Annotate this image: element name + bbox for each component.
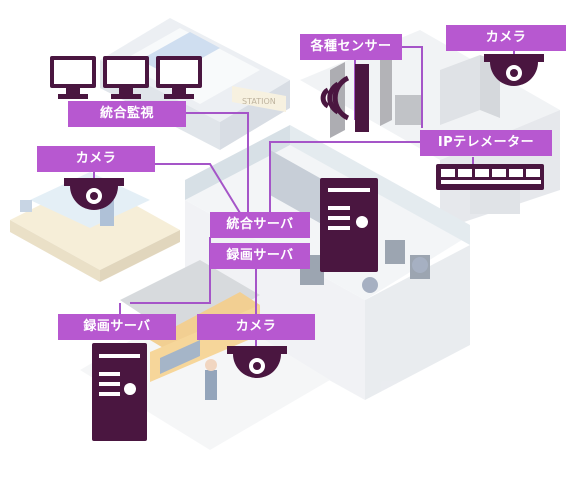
label-recording-server-center: 録画サーバ [210,243,310,269]
line-sensors-to-telemeter [402,46,423,128]
security-camera-icon [227,346,287,378]
server-tower-icon [92,343,147,441]
security-camera-icon [484,54,544,86]
monitor-icon [50,56,96,99]
line-telemeter-to-server [269,141,420,213]
ip-telemeter-device-icon [436,164,544,190]
label-camera-bottom: カメラ [197,314,315,340]
label-recording-server-left: 録画サーバ [58,314,176,340]
monitor-group [50,56,202,99]
line-camera-left-to-server [155,163,241,214]
label-sensors: 各種センサー [300,34,402,60]
station-sign: STATION [242,97,276,106]
sensor-signal-icon [320,64,369,132]
monitor-icon [156,56,202,99]
label-integrated-server: 統合サーバ [210,212,310,238]
label-camera-left: カメラ [37,146,155,172]
label-ip-telemeter: IPテレメーター [420,130,552,156]
server-tower-icon [320,178,378,272]
security-camera-icon [64,178,124,210]
label-camera-top-right: カメラ [446,25,566,51]
label-integrated-monitoring: 統合監視 [68,101,186,127]
line-recording-left-to-center [130,255,211,304]
monitor-icon [103,56,149,99]
substation-scene [300,30,560,230]
line-monitoring-to-server [186,112,249,228]
